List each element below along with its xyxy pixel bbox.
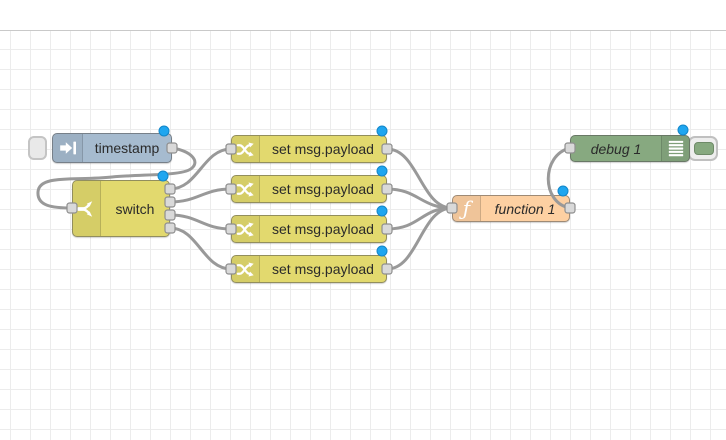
function-f-icon: ƒ <box>462 195 471 220</box>
node-change-3[interactable]: set msg.payload <box>231 215 387 243</box>
node-label: set msg.payload <box>272 141 374 157</box>
port-output-switch-3[interactable] <box>164 209 176 221</box>
port-input-change-4[interactable] <box>225 263 237 275</box>
change-icon-area <box>232 216 260 242</box>
changed-indicator-inject <box>158 125 170 137</box>
changed-indicator-switch <box>157 170 169 182</box>
port-input-function[interactable] <box>446 202 458 214</box>
node-inject-timestamp[interactable]: timestamp <box>52 133 172 163</box>
port-input-change-2[interactable] <box>225 183 237 195</box>
port-output-inject[interactable] <box>166 142 178 154</box>
debug-toggle-state <box>694 142 714 155</box>
port-output-switch-1[interactable] <box>164 183 176 195</box>
port-input-switch[interactable] <box>66 202 78 214</box>
changed-indicator-change-1 <box>376 125 388 137</box>
node-debug[interactable]: debug 1 <box>570 135 690 162</box>
changed-indicator-function <box>557 185 569 197</box>
function-icon-area: ƒ <box>453 196 481 221</box>
port-input-change-1[interactable] <box>225 143 237 155</box>
swap-icon <box>236 141 254 157</box>
fork-icon <box>76 200 92 217</box>
change-icon-area <box>232 136 260 162</box>
wire-switch1-to-change1[interactable] <box>168 147 233 191</box>
changed-indicator-change-4 <box>376 245 388 257</box>
switch-icon-area <box>73 181 101 236</box>
port-output-change-3[interactable] <box>381 223 393 235</box>
wire-inject-to-switch[interactable] <box>36 146 197 210</box>
node-label: set msg.payload <box>272 181 374 197</box>
node-function[interactable]: ƒ function 1 <box>452 195 570 222</box>
port-output-change-1[interactable] <box>381 143 393 155</box>
wire-function-to-debug[interactable] <box>546 146 572 210</box>
port-output-function[interactable] <box>564 202 576 214</box>
wire-switch3-to-change3[interactable] <box>168 213 233 231</box>
node-label: set msg.payload <box>272 221 374 237</box>
node-label: timestamp <box>94 140 160 156</box>
swap-icon <box>236 181 254 197</box>
changed-indicator-change-2 <box>376 165 388 177</box>
port-output-switch-4[interactable] <box>164 222 176 234</box>
port-output-switch-2[interactable] <box>164 196 176 208</box>
wire-switch4-to-change4[interactable] <box>168 226 233 271</box>
node-change-2[interactable]: set msg.payload <box>231 175 387 203</box>
node-label: set msg.payload <box>272 261 374 277</box>
swap-icon <box>236 221 254 237</box>
changed-indicator-change-3 <box>376 205 388 217</box>
wire-change4-to-function[interactable] <box>385 206 454 271</box>
wire-switch2-to-change2[interactable] <box>168 187 233 204</box>
inject-icon-area <box>53 134 83 162</box>
change-icon-area <box>232 256 260 282</box>
node-label: function 1 <box>494 200 556 217</box>
node-change-4[interactable]: set msg.payload <box>231 255 387 283</box>
inject-arrow-icon <box>59 141 76 155</box>
wire-change1-to-function[interactable] <box>385 147 454 210</box>
debug-list-icon <box>668 140 683 157</box>
swap-icon <box>236 261 254 277</box>
node-label: switch <box>115 200 155 217</box>
port-input-change-3[interactable] <box>225 223 237 235</box>
node-label: debug 1 <box>590 140 642 157</box>
inject-trigger-button[interactable] <box>28 136 47 160</box>
port-output-change-4[interactable] <box>381 263 393 275</box>
change-icon-area <box>232 176 260 202</box>
debug-icon-area <box>661 136 689 161</box>
changed-indicator-debug <box>677 124 689 136</box>
port-input-debug[interactable] <box>564 142 576 154</box>
node-change-1[interactable]: set msg.payload <box>231 135 387 163</box>
port-output-change-2[interactable] <box>381 183 393 195</box>
